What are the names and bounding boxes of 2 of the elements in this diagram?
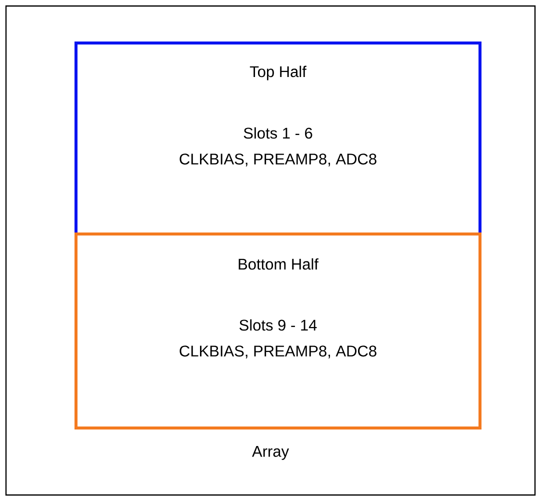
half-box: Top Half Slots 1 - 6 CLKBIAS, PREAMP8, ADC8 [74,42,482,236]
half-box: Bottom Half Slots 9 - 14 CLKBIAS, PREAMP8, ADC8 [74,232,482,430]
